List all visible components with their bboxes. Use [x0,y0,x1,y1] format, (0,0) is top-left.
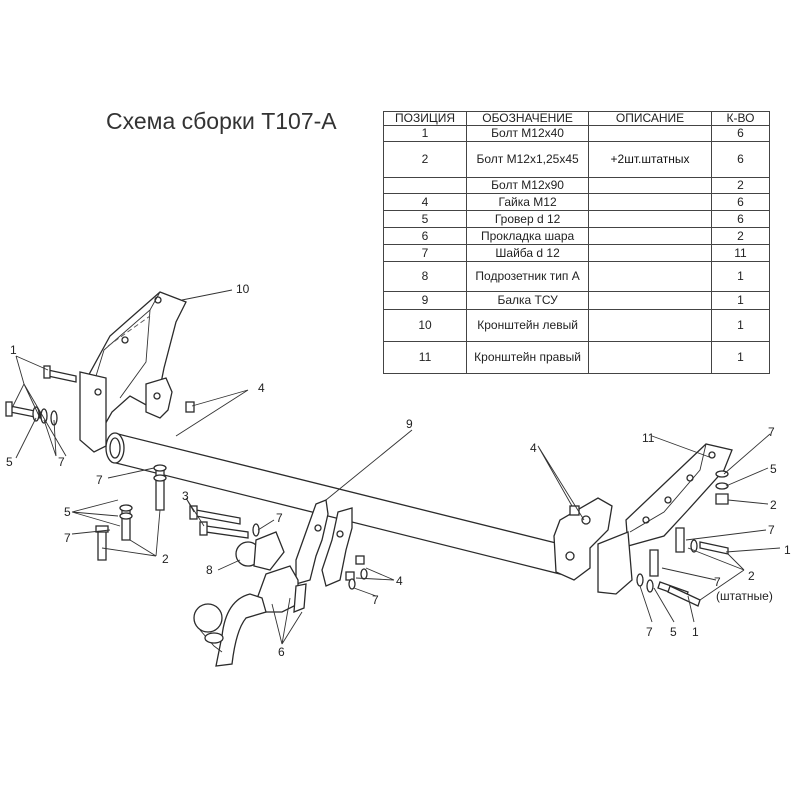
callout-11: 11 [642,431,655,445]
callout-7-r2: 7 [768,523,775,537]
table-row: 2 Болт М12х1,25х45 +2шт.штатных 6 [382,141,771,178]
table-row: 6 Прокладка шара 2 [382,227,771,245]
callout-1-left: 1 [10,343,17,357]
callout-2-r: 2 [770,498,777,512]
cell-position: 2 [382,141,468,178]
callout-4-top: 4 [258,381,265,395]
callout-5-r: 5 [770,462,777,476]
cell-quantity: 1 [710,341,771,374]
center-plates [295,499,353,587]
callout-4-right: 4 [530,441,537,455]
table-row: 8 Подрозетник тип А 1 [382,261,771,292]
callout-5-bot: 5 [670,625,677,639]
table-row: 11 Кронштейн правый 1 [382,341,771,374]
table-row: 5 Гровер d 12 6 [382,210,771,228]
callout-7-r3: 7 [714,575,721,589]
callout-4-low: 4 [396,574,403,588]
table-header-row: ПОЗИЦИЯ ОБОЗНАЧЕНИЕ ОПИСАНИЕ К-ВО [382,111,771,126]
callout-5-mid: 5 [64,505,71,519]
parts-table: ПОЗИЦИЯ ОБОЗНАЧЕНИЕ ОПИСАНИЕ К-ВО 1 Болт… [382,111,771,374]
cell-designation: Кронштейн правый [466,341,590,374]
cell-description [588,261,712,292]
tow-ball [193,565,307,667]
leader-lines [11,289,781,645]
left-fasteners [5,365,195,561]
callout-2-mid: 2 [162,552,169,566]
callout-7-low: 7 [372,593,379,607]
callout-8: 8 [206,563,213,577]
callout-6: 6 [278,645,285,659]
cell-quantity: 1 [710,309,771,342]
header-quantity: К-ВО [710,111,771,126]
callout-9: 9 [406,417,413,431]
callout-1-r: 1 [784,543,791,557]
cell-quantity: 11 [710,244,771,262]
table-row: 4 Гайка М12 6 [382,193,771,211]
right-mount-plate [553,497,613,581]
callout-7-bolt: 7 [276,511,283,525]
callout-labels: 10 1 5 7 4 9 7 5 7 2 3 7 8 4 7 6 4 11 7 … [6,282,791,659]
cell-position: 8 [382,261,468,292]
callout-2-r-std: 2 [748,569,755,583]
cell-designation: Подрозетник тип А [466,261,590,292]
socket-holder [235,531,285,571]
callout-7-bot: 7 [646,625,653,639]
right-bracket [597,443,733,595]
right-fasteners [569,470,729,607]
cell-designation: Гайка М12 [466,193,590,211]
left-bracket [79,291,187,453]
callout-7-mid: 7 [96,473,103,487]
center-fasteners [189,505,368,590]
cell-description [588,309,712,342]
callout-1-bot: 1 [692,625,699,639]
callout-5-left: 5 [6,455,13,469]
callout-7-mid-b: 7 [64,531,71,545]
callout-10: 10 [236,282,250,296]
standard-note: (штатные) [716,589,773,603]
cell-designation: Болт М12х1,25х45 [466,141,590,178]
cell-designation: Болт М12х40 [466,125,590,142]
callout-3: 3 [182,489,189,503]
callout-7-r1: 7 [768,425,775,439]
callout-7-left: 7 [58,455,65,469]
diagram-title: Схема сборки Т107-А [106,108,337,134]
